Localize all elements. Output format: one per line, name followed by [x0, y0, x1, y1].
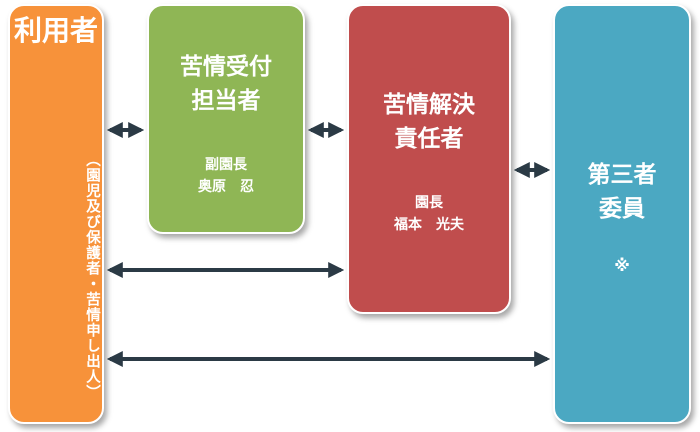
resolver-name: 福本 光夫: [394, 217, 464, 233]
resolver-title-line1: 苦情解決: [383, 92, 475, 118]
third-party-box: 第三者 委員 ※: [553, 4, 691, 424]
complaint-resolver-box: 苦情解決 責任者 園長 福本 光夫: [347, 4, 511, 314]
user-title: 利用者: [13, 14, 98, 47]
receiver-title: 苦情受付 担当者: [149, 50, 303, 118]
receiver-name: 奥原 忍: [198, 179, 254, 195]
receiver-title-line1: 苦情受付: [180, 54, 272, 80]
third-party-title-line2: 委員: [599, 196, 645, 222]
resolver-person: 園長 福本 光夫: [349, 192, 509, 236]
third-party-title-line1: 第三者: [587, 162, 657, 188]
receiver-title-line2: 担当者: [191, 88, 261, 114]
complaint-receiver-box: 苦情受付 担当者 副園長 奥原 忍: [147, 4, 305, 234]
user-subtitle: （園児及び保護者・苦情申し出人）: [84, 152, 100, 400]
resolver-role: 園長: [415, 195, 443, 211]
resolver-title-line2: 責任者: [394, 126, 464, 152]
third-party-title: 第三者 委員: [555, 158, 689, 226]
receiver-person: 副園長 奥原 忍: [149, 154, 303, 198]
third-party-note-mark: ※: [614, 256, 630, 275]
user-box: 利用者 （園児及び保護者・苦情申し出人）: [8, 4, 104, 424]
resolver-title: 苦情解決 責任者: [349, 88, 509, 156]
receiver-role: 副園長: [205, 157, 247, 173]
